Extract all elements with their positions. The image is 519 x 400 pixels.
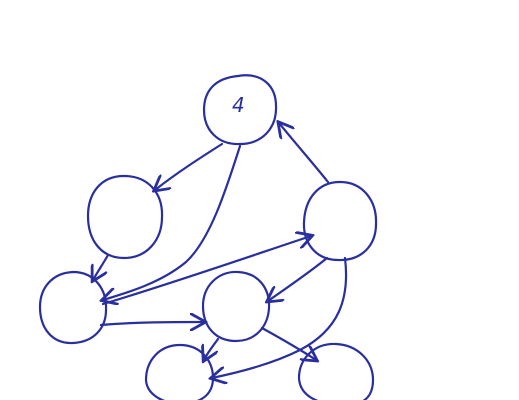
node-center [201,270,271,343]
edge-right-to-center [268,256,329,301]
node-left-lower [38,270,108,345]
node-left-upper [86,174,164,260]
edge-left-lower-to-center [99,322,204,325]
edge-right-to-bottom-left [212,256,348,378]
node-right [302,180,378,262]
edge-left-lower-to-right [101,236,311,306]
edge-right-to-top [279,123,330,184]
node-bottom-left [144,343,215,400]
node-bottom-right [297,342,375,400]
edge-top-to-left-upper [155,142,224,190]
edge-center-to-bottom-left [204,337,220,360]
node-top: 4 [202,74,278,146]
node-top-label: 4 [232,93,245,117]
edge-left-upper-to-left-lower [93,253,110,280]
edge-center-to-bottom-right [260,326,316,360]
edge-top-to-left-lower [103,144,242,300]
